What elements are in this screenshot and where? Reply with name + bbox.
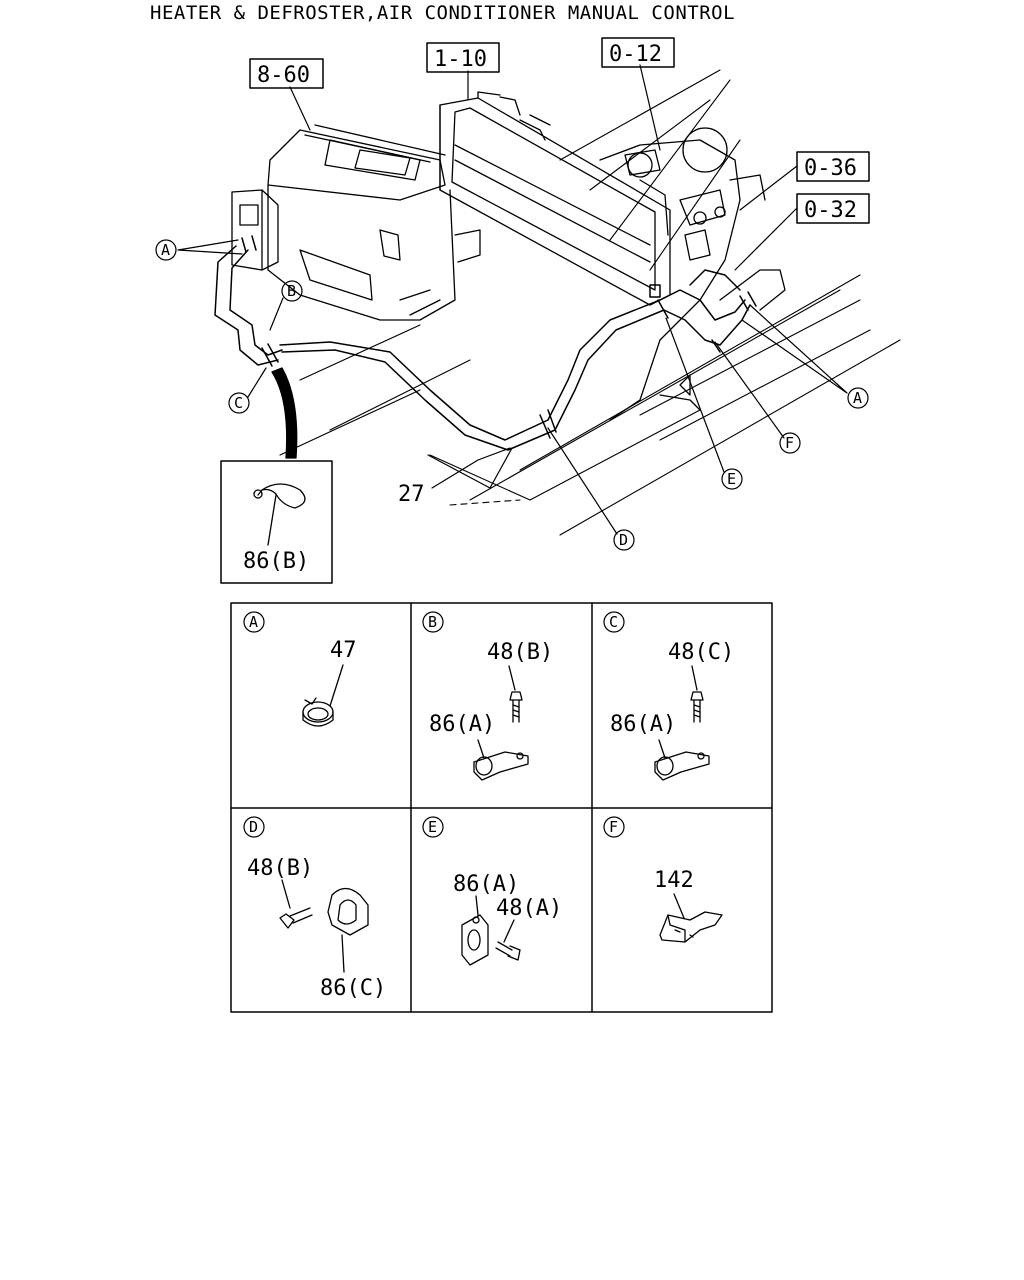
engine-block [599, 127, 786, 421]
heater-hoses [214, 235, 757, 451]
ref-box-1-10: 1-10 [434, 47, 487, 72]
detail-e-letter: E [428, 818, 437, 836]
detail-e-parts [461, 895, 521, 966]
inset-part-label: 86(B) [243, 549, 309, 574]
detail-c-parts [654, 665, 710, 781]
heater-unit [231, 124, 481, 321]
vehicle-frame [279, 69, 901, 536]
detail-b-parts [473, 665, 529, 781]
callout-c: C [234, 394, 243, 412]
callout-circles [155, 239, 869, 551]
detail-d-letter: D [249, 818, 258, 836]
callout-a-left: A [161, 241, 170, 259]
diagram-title: HEATER & DEFROSTER,AIR CONDITIONER MANUA… [150, 2, 736, 24]
detail-a-part-47: 47 [330, 638, 357, 663]
part-27-label: 27 [398, 482, 425, 507]
detail-c-part-86a: 86(A) [610, 712, 676, 737]
ref-box-frames [249, 37, 870, 224]
detail-f-parts [659, 893, 723, 943]
detail-d-part-86c: 86(C) [320, 976, 386, 1001]
callout-a-right: A [853, 389, 862, 407]
detail-d-parts [279, 879, 369, 973]
callout-b: B [287, 282, 296, 300]
inset-clip [253, 483, 306, 546]
callout-d: D [619, 531, 628, 549]
detail-f-letter: F [609, 818, 618, 836]
ref-box-0-12: 0-12 [609, 42, 662, 67]
inset-pointer [271, 367, 298, 459]
detail-b-letter: B [428, 613, 437, 631]
callout-f: F [785, 434, 794, 452]
detail-e-part-48a: 48(A) [496, 896, 562, 921]
detail-c-letter: C [609, 613, 618, 631]
detail-e-part-86a: 86(A) [453, 872, 519, 897]
ref-box-0-32: 0-32 [804, 198, 857, 223]
ref-box-8-60: 8-60 [257, 63, 310, 88]
leader-lines [177, 64, 848, 535]
detail-a-letter: A [249, 613, 258, 631]
detail-grid [230, 602, 773, 1013]
detail-a-clamp [302, 664, 344, 727]
detail-circles [243, 611, 625, 838]
callout-e: E [727, 470, 736, 488]
detail-b-part-48b: 48(B) [487, 640, 553, 665]
inset-frame [220, 460, 333, 584]
detail-c-part-48c: 48(C) [668, 640, 734, 665]
detail-b-part-86a: 86(A) [429, 712, 495, 737]
core-unit [439, 91, 671, 306]
detail-d-part-48b: 48(B) [247, 856, 313, 881]
detail-f-part-142: 142 [654, 868, 694, 893]
ref-box-0-36: 0-36 [804, 156, 857, 181]
